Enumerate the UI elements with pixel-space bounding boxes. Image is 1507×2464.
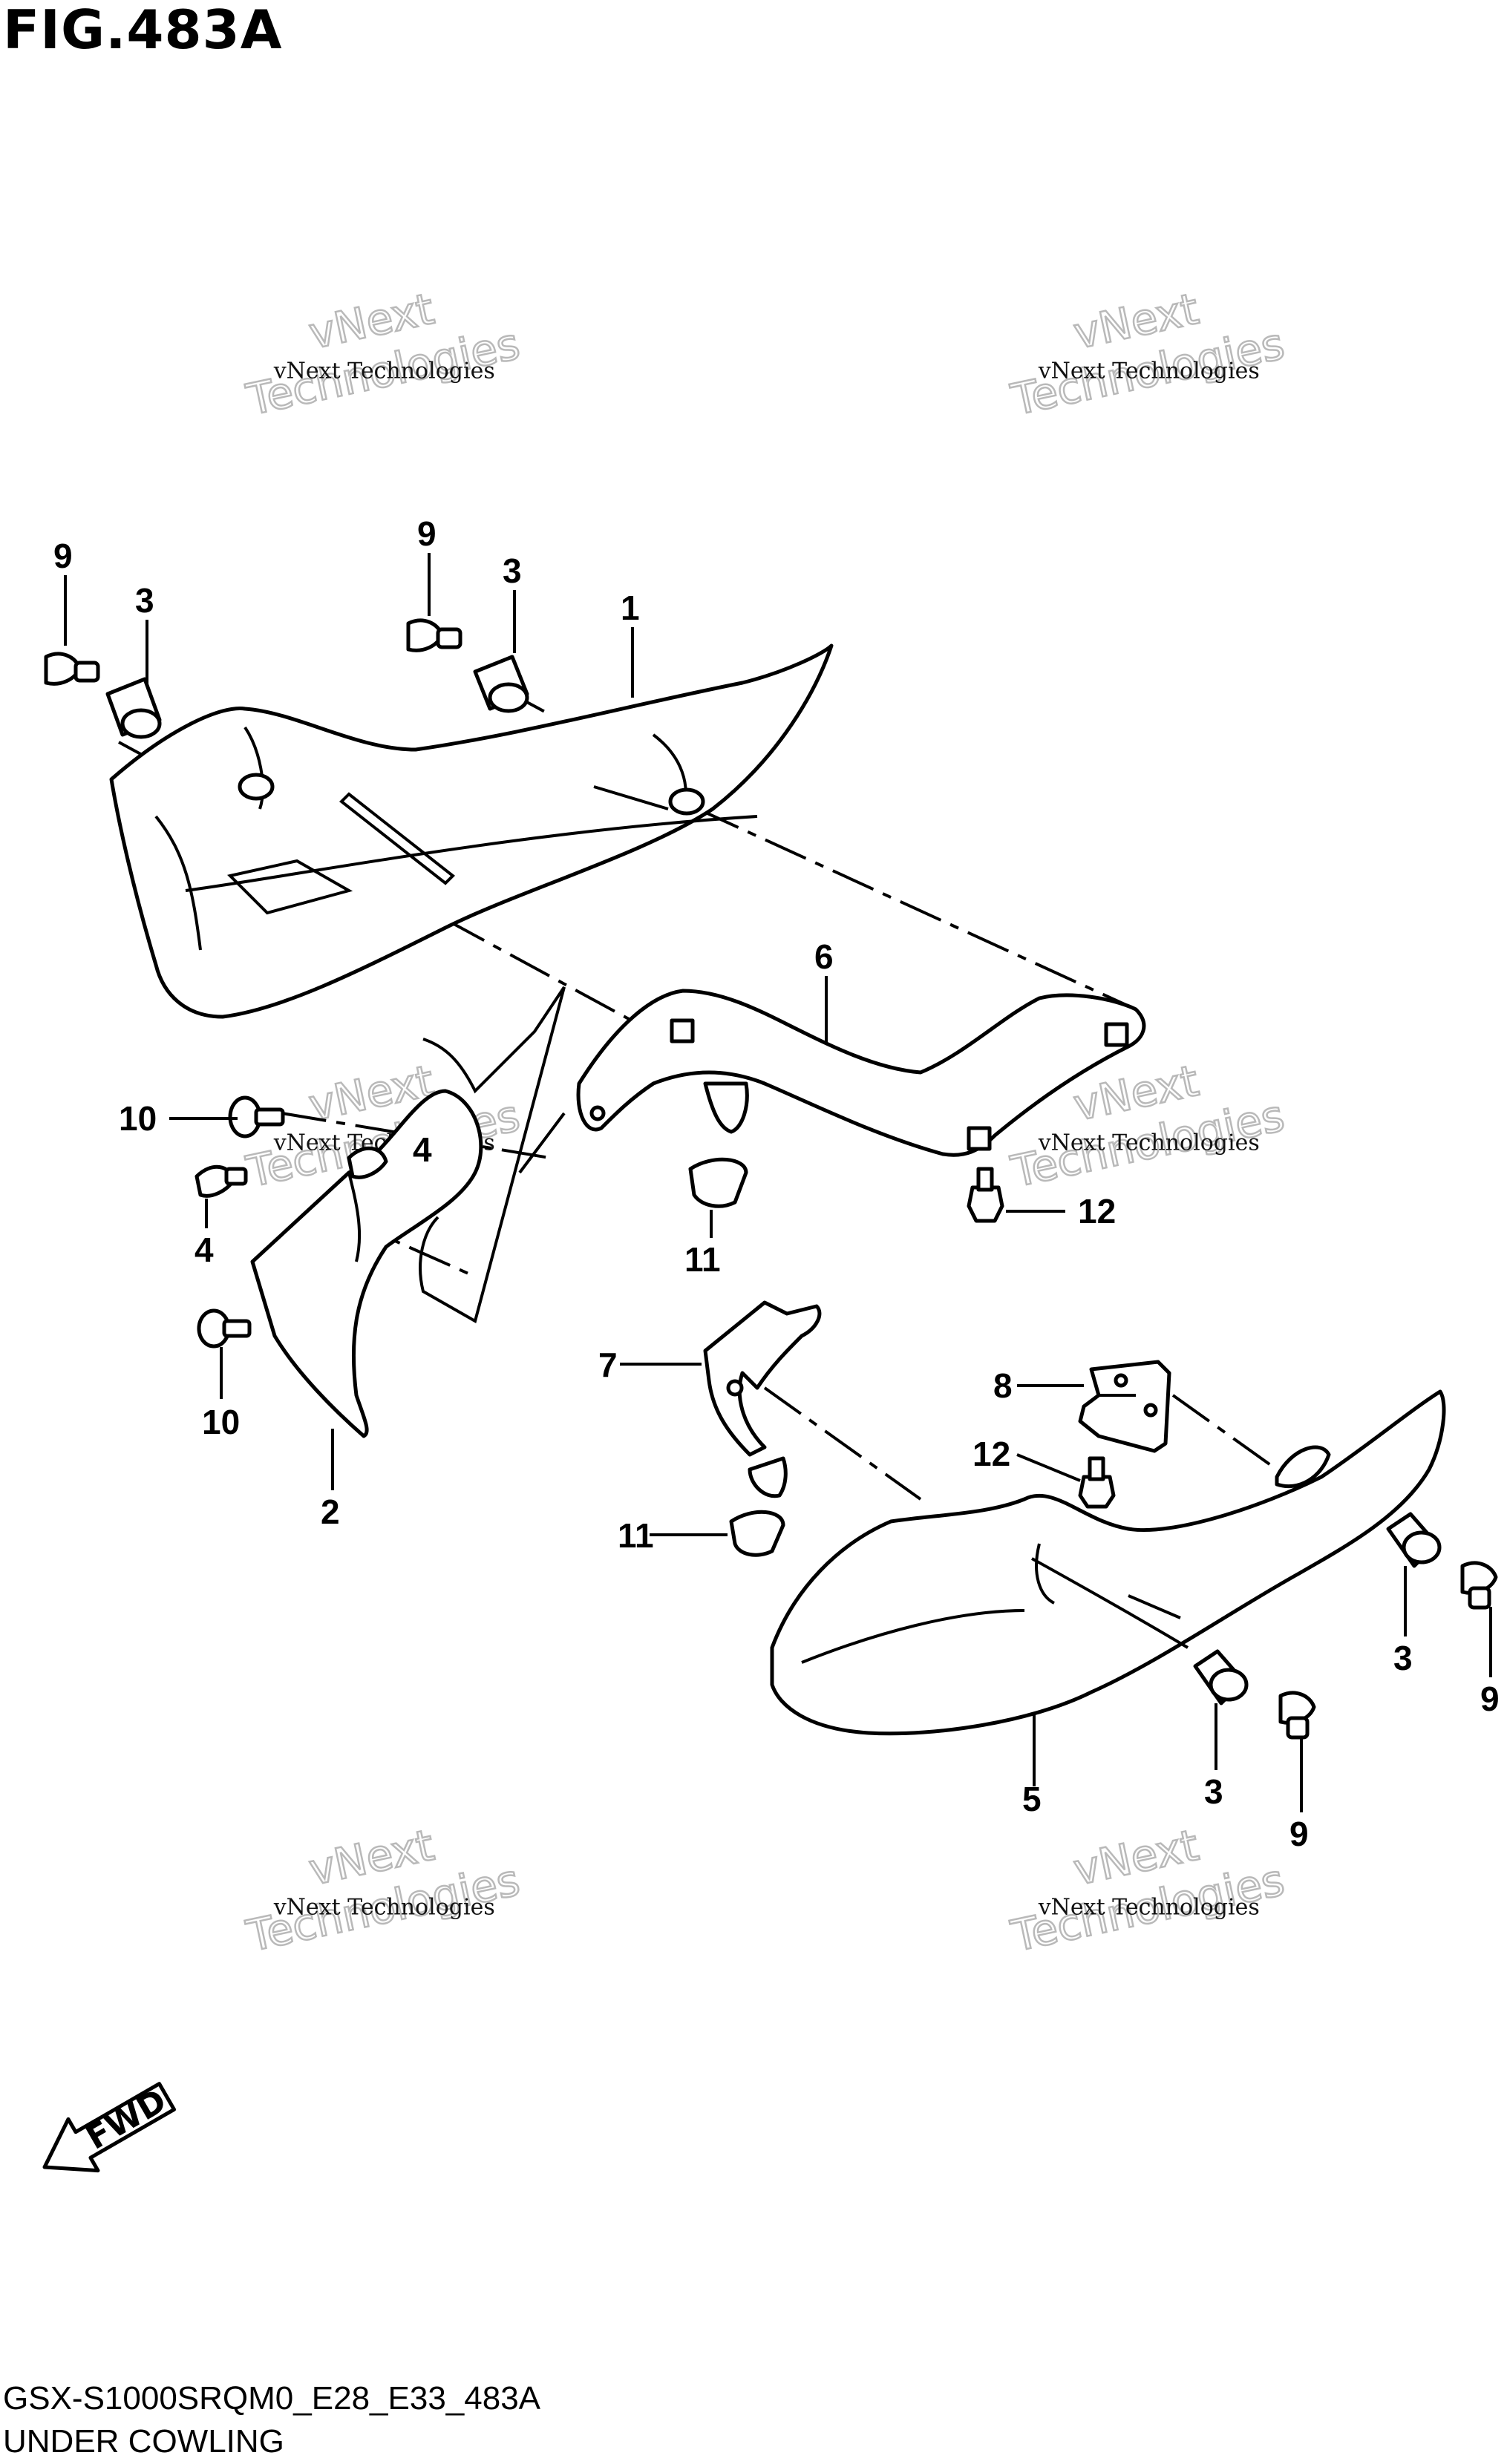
- figure-name: UNDER COWLING: [3, 2423, 284, 2460]
- figure-code: GSX-S1000SRQM0_E28_E33_483A: [3, 2380, 541, 2417]
- svg-text:vNext Technologies: vNext Technologies: [273, 358, 495, 384]
- svg-text:vNext Technologies: vNext Technologies: [273, 1895, 495, 1921]
- part-10-screw-bottom: [197, 1308, 252, 1349]
- figure-title: FIG.483A: [3, 0, 283, 61]
- callout-4: 4: [413, 1130, 432, 1169]
- part-3-grommet-bottom: [1193, 1649, 1249, 1706]
- svg-text:vNext Technologies: vNext Technologies: [1038, 1130, 1260, 1156]
- part-9-rivet-right: [1460, 1561, 1498, 1610]
- part-12-bolt-bottom: [1078, 1456, 1116, 1509]
- part-3-grommet-top-left: [105, 677, 162, 739]
- callout-12: 12: [1078, 1192, 1116, 1231]
- callout-numbers: 9 3 9 3 1 6 10 4 4 10 2 11 12 7 8 12 11 …: [53, 514, 1500, 1853]
- part-6-bracket: [576, 989, 1146, 1157]
- callout-10: 10: [119, 1099, 157, 1138]
- callout-12: 12: [972, 1435, 1010, 1473]
- watermark-bottom-right: vNext Technologies vNext Technologies: [1006, 1819, 1289, 1963]
- part-11-nut-top: [688, 1157, 748, 1208]
- forward-arrow-icon: FWD: [42, 2082, 177, 2173]
- part-8-clip-bracket: [1078, 1360, 1171, 1453]
- callout-9: 9: [53, 537, 73, 575]
- callout-4: 4: [194, 1231, 214, 1269]
- callout-5: 5: [1022, 1780, 1042, 1818]
- callout-10: 10: [202, 1403, 240, 1441]
- callout-9: 9: [417, 514, 437, 553]
- part-1-under-cowling-upper: [109, 643, 834, 1019]
- callout-6: 6: [814, 937, 834, 976]
- callout-3: 3: [135, 581, 154, 620]
- part-4-clip-center: [347, 1146, 388, 1179]
- part-7-small-bracket: [703, 1300, 822, 1498]
- part-12-bolt-top: [967, 1167, 1004, 1223]
- svg-text:vNext Technologies: vNext Technologies: [1038, 1895, 1260, 1921]
- part-2-plate-outline: [419, 986, 566, 1324]
- callout-9: 9: [1289, 1815, 1309, 1853]
- part-9-rivet-top-left: [44, 652, 100, 686]
- watermark-top-right: vNext Technologies vNext Technologies: [1006, 283, 1289, 427]
- watermark-top-left: vNext Technologies vNext Technologies: [241, 283, 525, 427]
- callout-3: 3: [1204, 1772, 1223, 1811]
- part-9-rivet-bottom: [1278, 1691, 1316, 1740]
- leader-lines: [64, 553, 1492, 1812]
- forward-label: FWD: [80, 2082, 173, 2157]
- part-10-screw-top: [228, 1095, 285, 1138]
- watermark-bottom-left: vNext Technologies vNext Technologies: [241, 1819, 525, 1963]
- part-9-rivet-top-middle: [406, 618, 462, 652]
- callout-2: 2: [321, 1493, 340, 1531]
- callout-7: 7: [598, 1346, 618, 1384]
- callout-11: 11: [684, 1240, 721, 1279]
- part-3-grommet-top-middle: [473, 655, 529, 713]
- part-2-side-panel: [250, 1089, 483, 1438]
- part-4-clip-left: [194, 1164, 248, 1198]
- part-5-under-cowling-lower: [770, 1389, 1446, 1736]
- callout-8: 8: [993, 1366, 1013, 1405]
- callout-1: 1: [621, 589, 640, 627]
- callout-9: 9: [1480, 1680, 1500, 1718]
- callout-3: 3: [503, 551, 522, 590]
- part-11-nut-bottom: [729, 1510, 785, 1557]
- callout-11: 11: [618, 1516, 654, 1555]
- svg-text:vNext Technologies: vNext Technologies: [1038, 358, 1260, 384]
- callout-3: 3: [1393, 1639, 1413, 1677]
- part-3-grommet-right: [1386, 1512, 1442, 1568]
